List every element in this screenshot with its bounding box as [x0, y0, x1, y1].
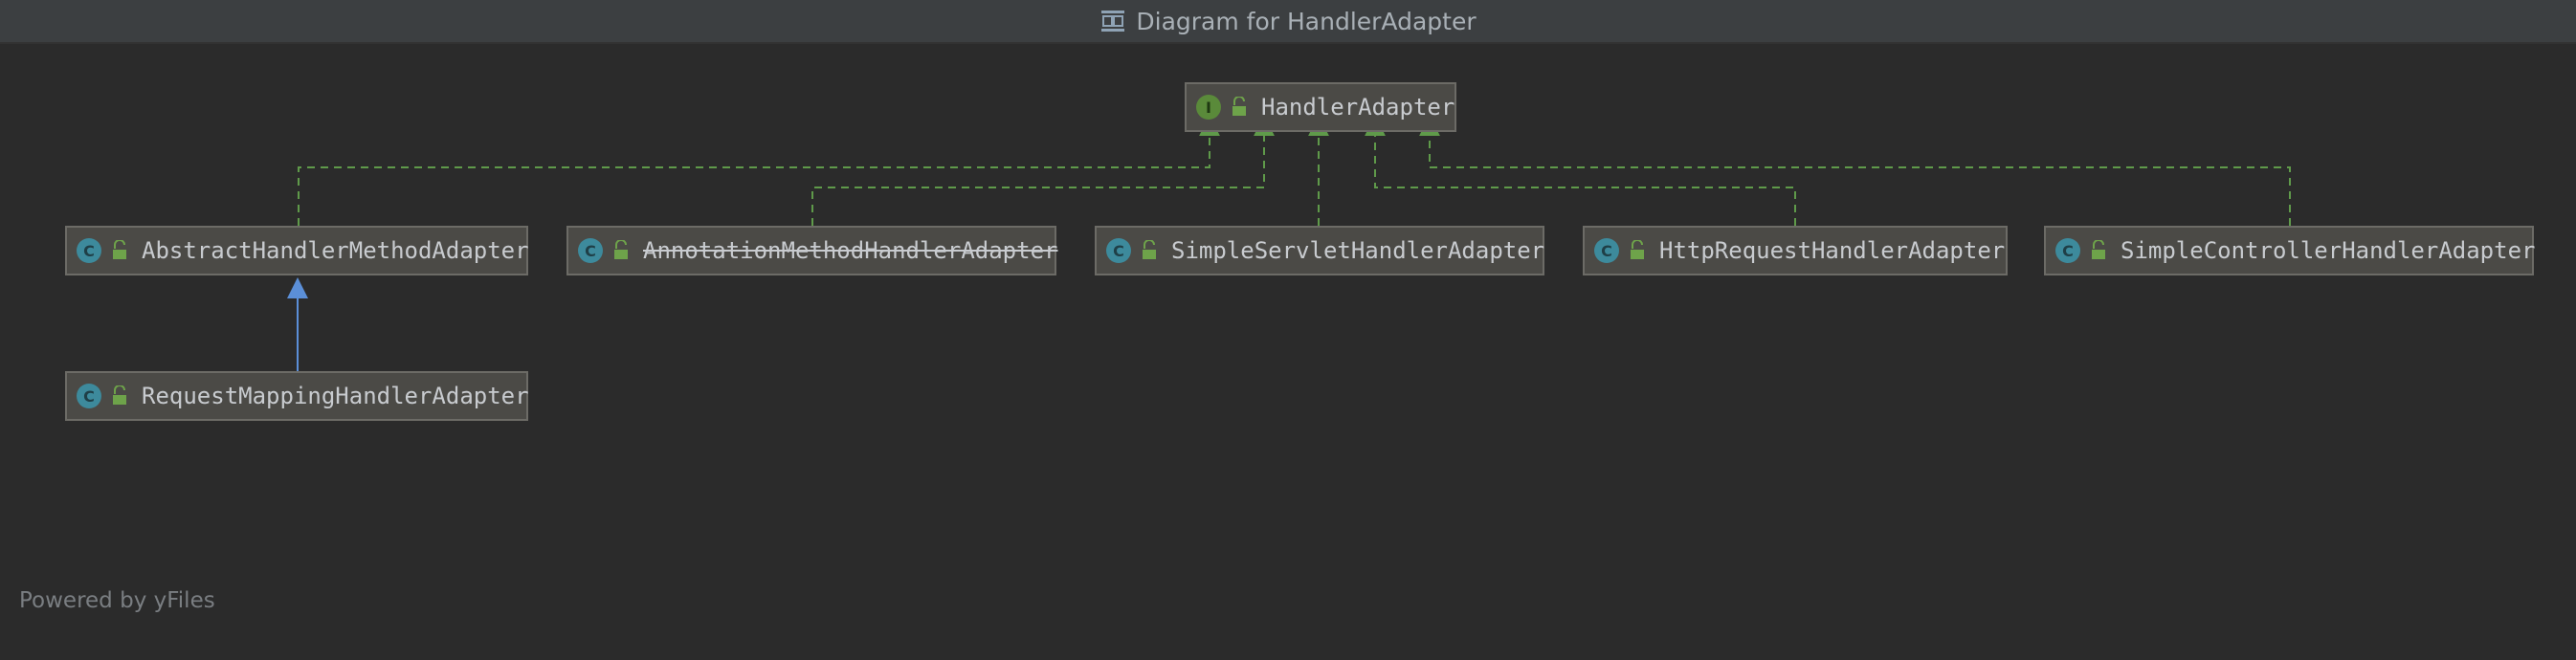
- node-label: HttpRequestHandlerAdapter: [1659, 237, 2006, 264]
- node-label: RequestMappingHandlerAdapter: [142, 383, 529, 409]
- node-label: HandlerAdapter: [1261, 94, 1455, 121]
- unlocked-icon: [1232, 97, 1246, 116]
- edge-abstract-to-handler: [298, 115, 1220, 226]
- node-simple-servlet-handler-adapter[interactable]: C SimpleServletHandlerAdapter: [1095, 226, 1544, 275]
- unlocked-icon: [1631, 240, 1644, 259]
- powered-by-label: Powered by yFiles: [19, 588, 215, 613]
- node-request-mapping-handler-adapter[interactable]: C RequestMappingHandlerAdapter: [65, 371, 529, 421]
- node-abstract-handler-method-adapter[interactable]: C AbstractHandlerMethodAdapter: [65, 226, 529, 275]
- node-handler-adapter[interactable]: I HandlerAdapter: [1185, 82, 1456, 132]
- unlocked-icon: [1143, 240, 1156, 259]
- diagram-icon: [1101, 11, 1125, 32]
- class-icon: C: [1106, 238, 1131, 263]
- window-title: Diagram for HandlerAdapter: [1136, 7, 1477, 35]
- node-label: AnnotationMethodHandlerAdapter: [643, 237, 1058, 264]
- unlocked-icon: [113, 240, 126, 259]
- edge-httprequest-to-handler: [1365, 115, 1796, 226]
- node-simple-controller-handler-adapter[interactable]: C SimpleControllerHandlerAdapter: [2044, 226, 2536, 275]
- class-icon: C: [1594, 238, 1619, 263]
- edge-annotation-to-handler: [811, 115, 1275, 226]
- node-label: AbstractHandlerMethodAdapter: [142, 237, 529, 264]
- abstract-class-icon: C: [77, 238, 101, 263]
- node-label: SimpleServletHandlerAdapter: [1171, 237, 1545, 264]
- unlocked-icon: [2092, 240, 2105, 259]
- edge-requestmapping-arrowhead: [287, 277, 308, 298]
- node-label: SimpleControllerHandlerAdapter: [2121, 237, 2536, 264]
- interface-icon: I: [1196, 95, 1221, 120]
- class-icon: C: [578, 238, 603, 263]
- window-title-bar: Diagram for HandlerAdapter: [0, 0, 2576, 44]
- node-annotation-method-handler-adapter[interactable]: C AnnotationMethodHandlerAdapter: [566, 226, 1058, 275]
- unlocked-icon: [614, 240, 628, 259]
- node-http-request-handler-adapter[interactable]: C HttpRequestHandlerAdapter: [1583, 226, 2008, 275]
- class-icon: C: [77, 384, 101, 408]
- edge-controller-to-handler: [1419, 115, 2291, 226]
- unlocked-icon: [113, 385, 126, 405]
- class-icon: C: [2055, 238, 2080, 263]
